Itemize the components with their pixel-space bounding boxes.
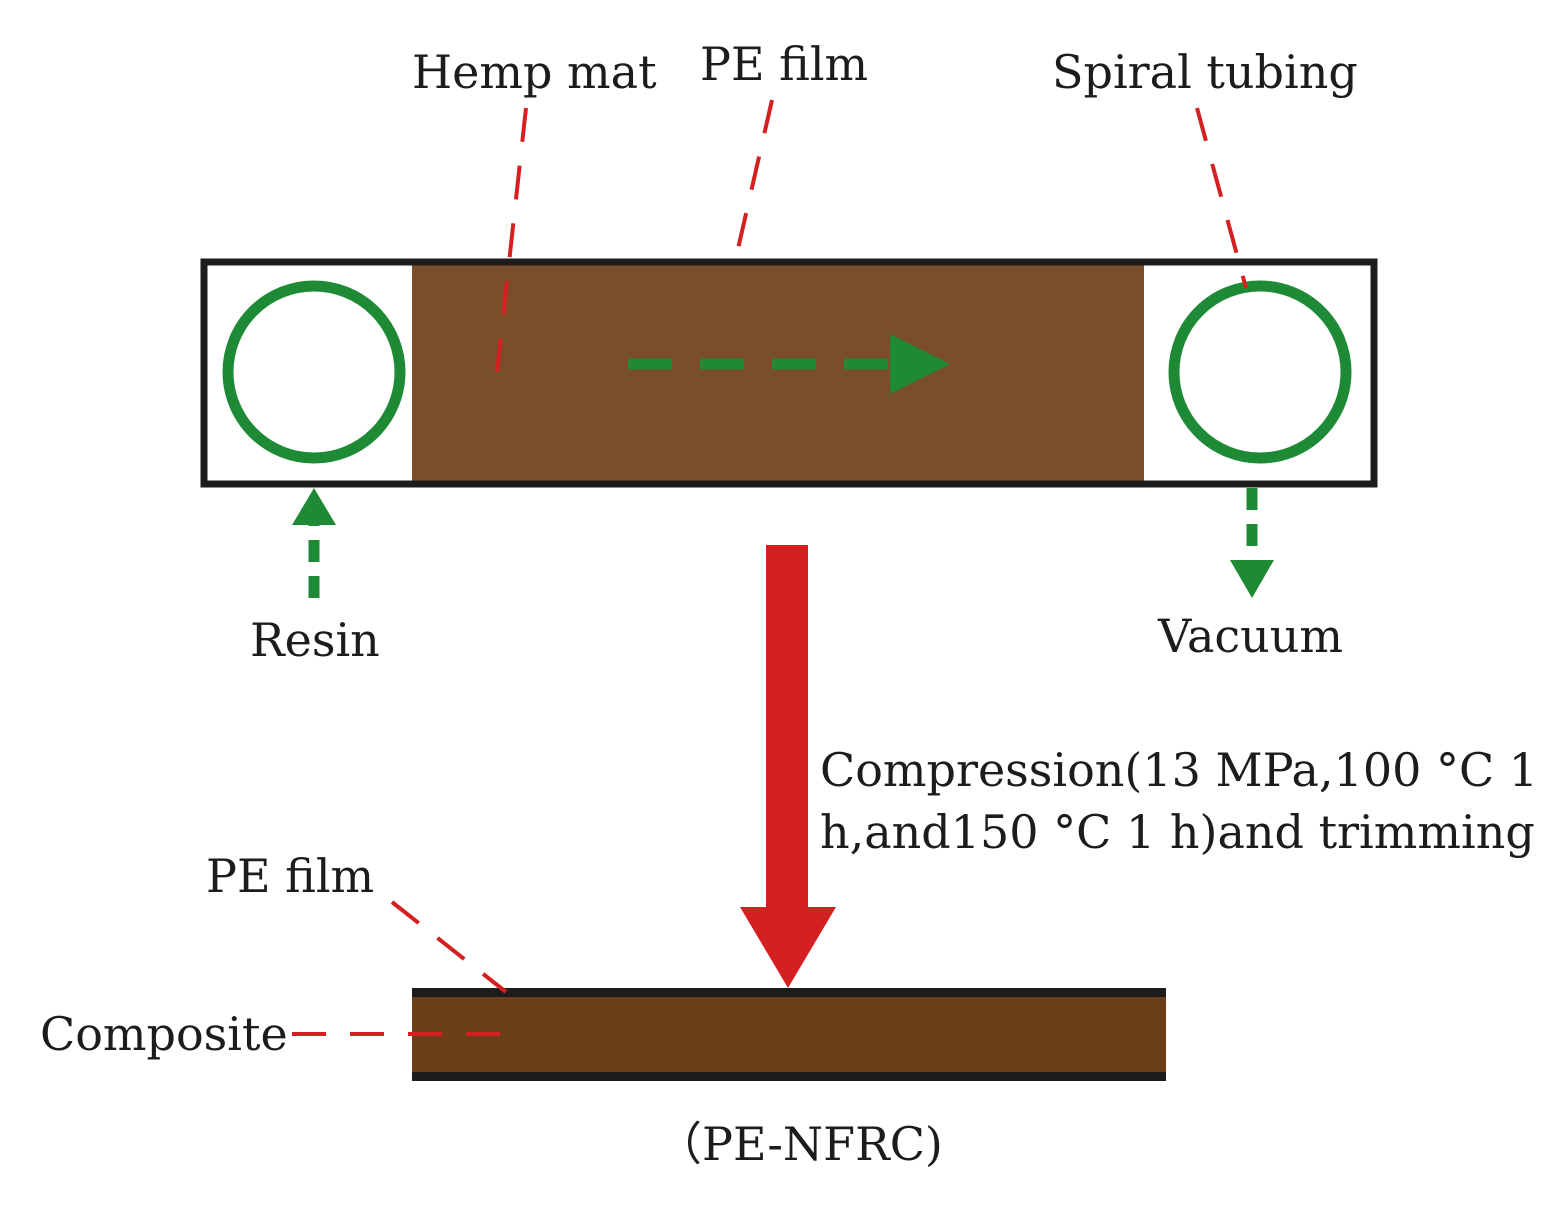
pe-film-top-leader-line [733, 99, 774, 263]
product-name-label: （PE-NFRC) [656, 1117, 943, 1171]
bag-frame-left-white [204, 262, 412, 484]
resin-label: Resin [250, 613, 380, 667]
vacuum-spiral-tube-icon [1168, 280, 1352, 464]
process-conditions-line-2: h,and150 °C 1 h)and trimming [820, 805, 1535, 859]
bag-frame-right-white [1144, 262, 1374, 484]
pe-film-bag-outline [200, 258, 1378, 488]
spiral-tubing-label: Spiral tubing [1052, 45, 1358, 99]
composite-core [412, 988, 1166, 1080]
vacuum-outlet-arrow [1230, 488, 1274, 598]
pe-film-top-label: PE film [700, 37, 868, 91]
vacuum-label: Vacuum [1157, 609, 1343, 663]
pe-film-bottom-layer [412, 1072, 1166, 1081]
process-conditions-line-1: Compression(13 MPa,100 °C 1 [820, 743, 1538, 797]
composite-panel [412, 988, 1166, 1081]
resin-flow-arrow [628, 334, 950, 394]
pe-film-top-layer [412, 988, 1166, 997]
pe-film-bottom-label: PE film [206, 849, 374, 903]
bottom-leader-lines [292, 900, 508, 1036]
hemp-mat-label: Hemp mat [412, 45, 657, 99]
pe-film-bottom-leader-line [390, 900, 508, 994]
hemp-mat-block [412, 262, 1144, 484]
compression-process-arrow [740, 545, 836, 988]
top-leader-lines [495, 99, 1248, 373]
resin-inlet-arrow [292, 488, 336, 598]
hemp-mat-leader-line [495, 107, 528, 373]
infusion-setup [200, 258, 1378, 598]
composite-label: Composite [40, 1007, 288, 1061]
spiral-tubing-leader-line [1195, 107, 1248, 289]
resin-spiral-tube-icon [222, 280, 406, 464]
